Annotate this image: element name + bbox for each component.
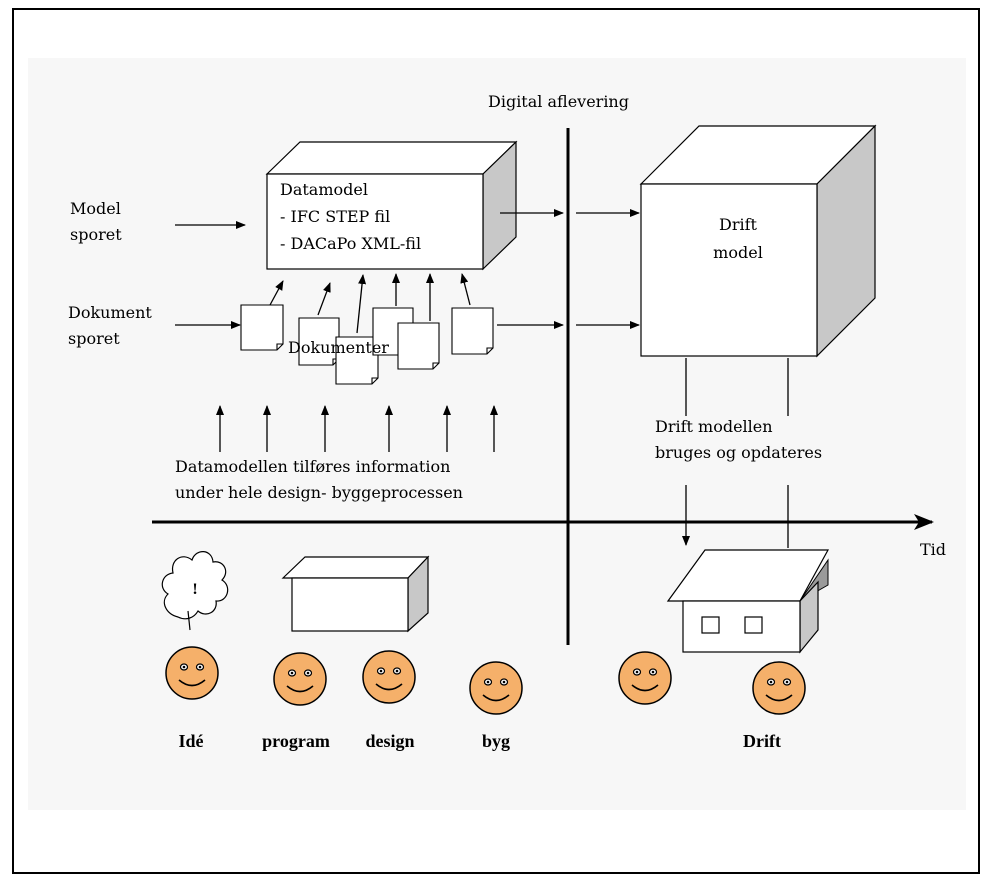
phase-idea: Idé <box>178 731 203 751</box>
smiley-face-icon <box>618 651 672 705</box>
time-axis-label: Tid <box>920 540 946 559</box>
datamodel-cube: Datamodel - IFC STEP fil - DACaPo XML-fi… <box>265 140 518 271</box>
phase-program: program <box>262 731 330 751</box>
document-track-label-line2: sporet <box>68 329 120 348</box>
info-caption-line1: Datamodellen tilføres information <box>175 457 450 476</box>
info-caption-line2: under hele design- byggeprocessen <box>175 483 463 502</box>
documents-label: Dokumenter <box>288 338 389 357</box>
datamodel-item-ifc: - IFC STEP fil <box>280 207 390 226</box>
document-track-label-line1: Dokument <box>68 303 152 322</box>
smiley-face-icon <box>273 652 327 706</box>
flow-arrows <box>175 209 640 329</box>
drift-model-line2: model <box>713 243 763 262</box>
drift-usage-line1: Drift modellen <box>655 417 773 436</box>
model-track-label-line1: Model <box>70 199 121 218</box>
drift-usage-line2: bruges og opdateres <box>655 443 822 462</box>
idea-exclamation: ! <box>192 581 197 598</box>
phase-build: byg <box>482 731 510 751</box>
information-input-arrows <box>216 405 498 452</box>
document-pages <box>240 304 494 385</box>
people-faces <box>165 646 806 715</box>
digital-delivery-label: Digital aflevering <box>488 92 629 111</box>
smiley-face-icon <box>469 661 523 715</box>
document-to-model-arrows <box>269 273 471 334</box>
phase-operation: Drift <box>743 731 781 751</box>
smiley-face-icon <box>362 650 416 704</box>
datamodel-title: Datamodel <box>280 180 368 199</box>
model-track-label-line2: sporet <box>70 225 122 244</box>
drift-model-cube: Drift model <box>639 124 877 358</box>
smiley-face-icon <box>165 646 219 700</box>
drift-model-line1: Drift <box>719 215 758 234</box>
datamodel-item-dacapo: - DACaPo XML-fil <box>280 234 421 253</box>
phase-design: design <box>365 731 414 751</box>
drift-house-icon <box>666 549 830 654</box>
program-building-icon <box>281 555 430 633</box>
smiley-face-icon <box>752 661 806 715</box>
idea-cloud-icon: ! <box>161 551 229 631</box>
